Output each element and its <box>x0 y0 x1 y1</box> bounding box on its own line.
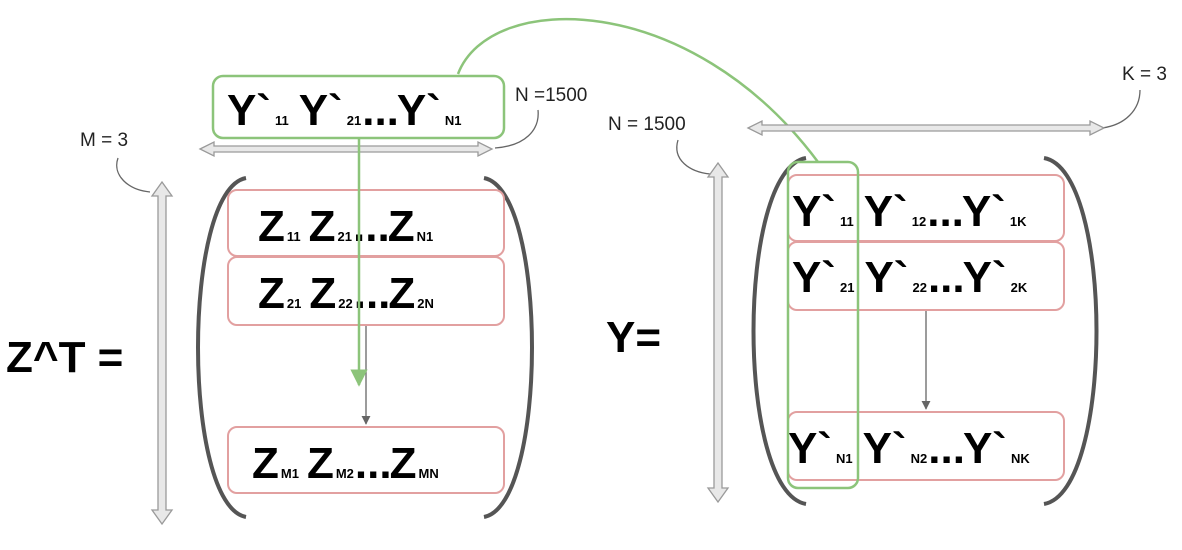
n-right-dimension-arrow <box>706 161 730 504</box>
zt-row-2-box <box>227 256 505 326</box>
zt-row-m-box <box>227 426 505 494</box>
k-callout-line <box>1101 89 1141 129</box>
k-dimension-arrow <box>746 119 1106 137</box>
k-label: K = 3 <box>1122 64 1167 85</box>
y-left-bracket <box>751 156 807 506</box>
n-top-dimension-arrow <box>198 140 494 158</box>
y-right-bracket <box>1043 156 1099 506</box>
zt-right-bracket <box>483 176 534 519</box>
n-top-callout-line <box>494 109 539 149</box>
green-connector-arc <box>456 17 820 163</box>
m-label: M = 3 <box>80 130 128 151</box>
zt-label: Z^T = <box>6 333 123 382</box>
m-dimension-arrow <box>150 180 174 526</box>
m-callout-line <box>116 157 151 193</box>
n-right-callout-line <box>676 139 711 175</box>
zt-left-bracket <box>196 176 247 519</box>
n-top-label: N =1500 <box>515 85 587 106</box>
y-first-column-box <box>786 160 860 490</box>
n-right-label: N = 1500 <box>608 114 686 135</box>
y-label: Y= <box>606 313 661 362</box>
